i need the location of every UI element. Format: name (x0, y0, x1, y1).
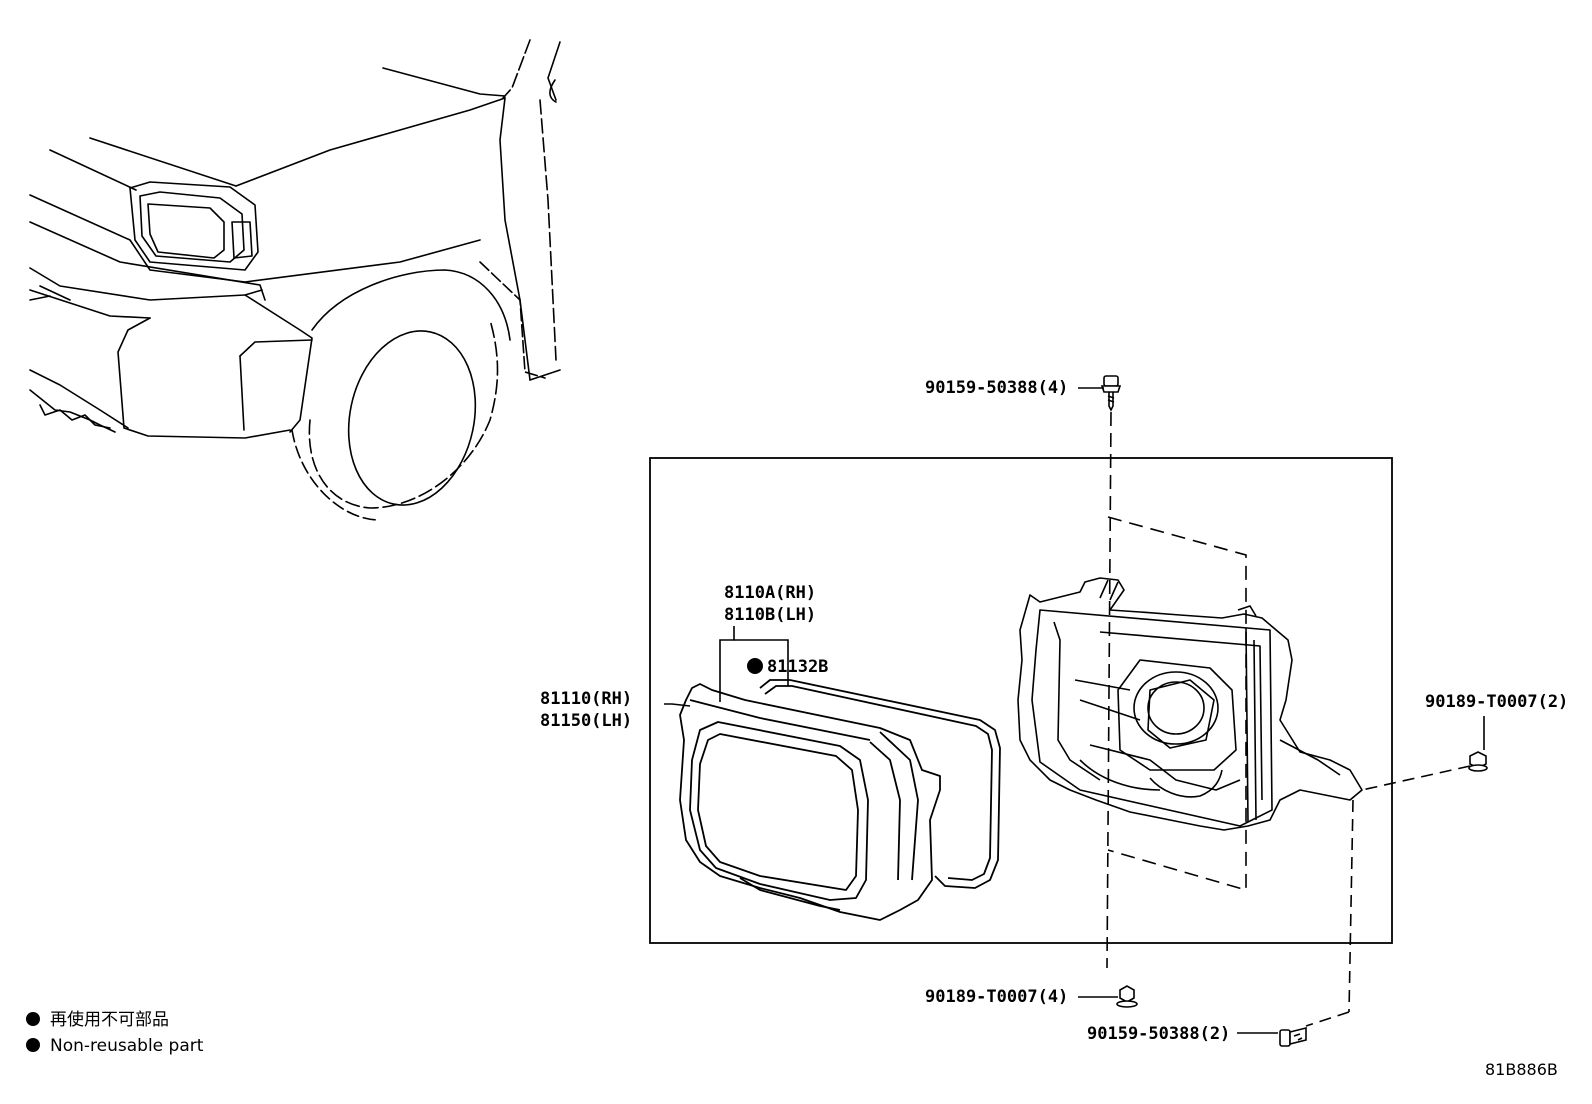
legend-english: Non-reusable part (50, 1036, 204, 1056)
assembly-guide-dashed (1107, 516, 1247, 892)
label-lens-rh: 8110A(RH) (724, 583, 816, 603)
label-fastener-bottom-screw: 90159-50388(2) (1087, 1024, 1230, 1044)
label-lamp-assy-rh: 81110(RH) (540, 689, 632, 709)
leader-lines (664, 387, 1485, 1034)
leader-right-dashed (1361, 765, 1471, 791)
leader-lower-right-dashed (1348, 799, 1354, 1013)
bullet-dot-icon (747, 658, 763, 674)
label-gasket: 81132B (767, 657, 828, 677)
screw-bottom-icon (1279, 1026, 1307, 1047)
label-lens-lh: 8110B(LH) (724, 605, 816, 625)
gasket-illustration (759, 679, 1001, 889)
leader-lower-right-diagonal (1305, 1011, 1350, 1027)
figure-code: 81B886B (1485, 1060, 1558, 1079)
lens-illustration (679, 683, 941, 921)
bullet-dot-icon (26, 1012, 40, 1026)
bullet-dot-icon (26, 1038, 40, 1052)
assembly-box (649, 457, 1393, 944)
vehicle-illustration (29, 39, 561, 521)
nut-right-icon (1468, 751, 1488, 772)
label-fastener-bottom-nut: 90189-T0007(4) (925, 987, 1068, 1007)
screw-top-icon (1100, 375, 1122, 412)
leader-top-vertical (1106, 411, 1112, 969)
label-fastener-right: 90189-T0007(2) (1425, 692, 1568, 712)
label-lamp-assy-lh: 81150(LH) (540, 711, 632, 731)
label-fastener-top: 90159-50388(4) (925, 378, 1068, 398)
nut-bottom-icon (1116, 985, 1138, 1008)
housing-illustration (1017, 577, 1363, 831)
legend-japanese: 再使用不可部品 (50, 1009, 169, 1030)
